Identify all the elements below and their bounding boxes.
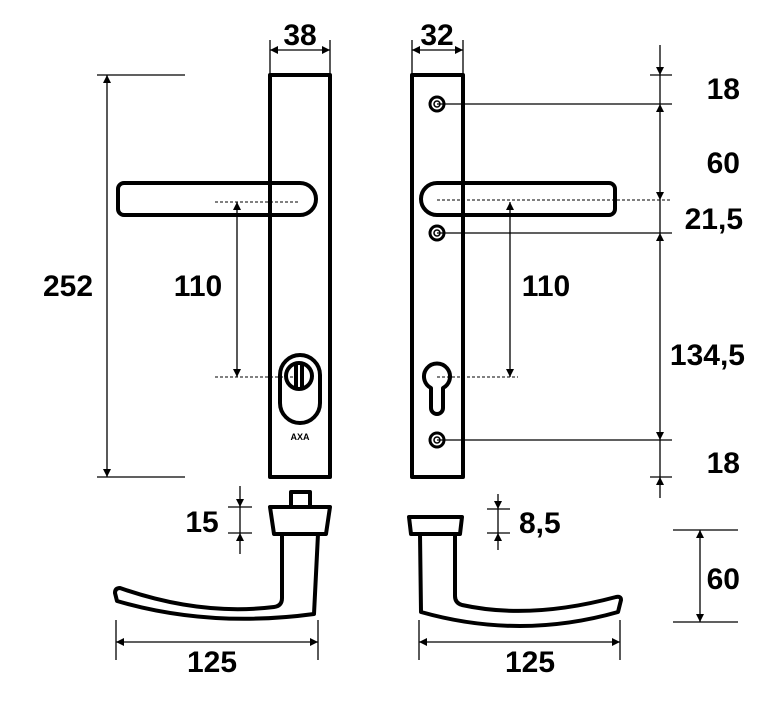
dim-center-distance-left: 110 <box>174 270 222 303</box>
dim-plate-height: 252 <box>43 270 93 303</box>
dim-rose-height-right: 8,5 <box>519 507 561 540</box>
dim-lever-projection: 60 <box>707 563 740 596</box>
axa-logo: AXA <box>290 432 310 442</box>
dim-plate-width-left: 38 <box>283 19 316 52</box>
dim-rose-height-left: 15 <box>185 506 218 539</box>
right-lever-side-view <box>407 515 623 628</box>
cylinder-rosette <box>278 353 322 425</box>
left-escutcheon-plate: AXA <box>116 73 332 479</box>
dim-hole-to-hole: 134,5 <box>670 339 745 372</box>
dim-lever-length-left: 125 <box>187 646 237 679</box>
dim-center-distance-right: 110 <box>522 270 570 303</box>
dim-lever-length-right: 125 <box>505 646 555 679</box>
right-lever-handle <box>419 181 617 217</box>
cylinder-core <box>284 361 314 391</box>
dim-bottom-hole: 18 <box>707 447 740 480</box>
dim-handle-to-hole: 21,5 <box>685 203 743 236</box>
dim-top-to-hole: 18 <box>707 73 740 106</box>
dim-hole-to-handle: 60 <box>707 147 740 180</box>
right-escutcheon-plate <box>410 73 617 479</box>
left-lever-side-view <box>113 490 332 621</box>
dim-plate-width-right: 32 <box>420 19 453 52</box>
keyhole <box>422 361 452 416</box>
left-lever-handle <box>116 181 318 217</box>
